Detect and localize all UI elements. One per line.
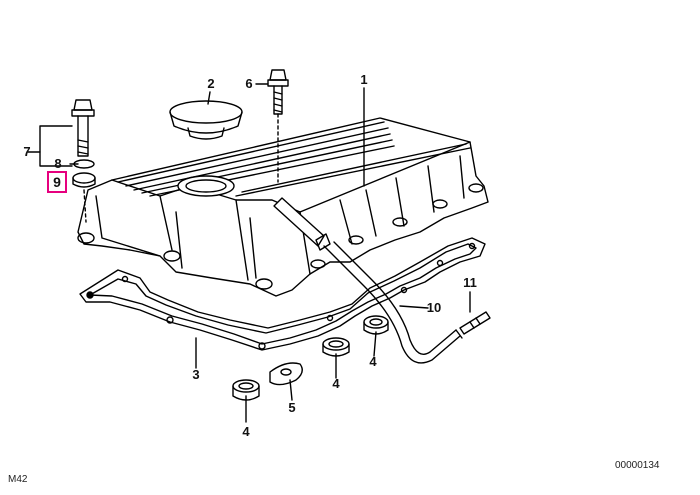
cover-bolt [267, 69, 289, 183]
callout-3[interactable]: 3 [192, 367, 200, 382]
callout-2[interactable]: 2 [207, 76, 215, 91]
valve-cover [77, 117, 489, 297]
valve-cover-gasket [79, 237, 486, 351]
grommet [269, 362, 303, 386]
callout-7[interactable]: 7 [23, 144, 31, 159]
callout-4[interactable]: 4 [369, 354, 377, 369]
spark-plug-seal [232, 379, 260, 401]
oil-filler-cap [169, 100, 243, 140]
callout-8[interactable]: 8 [54, 156, 62, 171]
callout-4[interactable]: 4 [332, 376, 340, 391]
callout-1[interactable]: 1 [360, 72, 368, 87]
callout-5[interactable]: 5 [288, 400, 296, 415]
callout-10[interactable]: 10 [426, 300, 442, 315]
callout-9-selected[interactable]: 9 [47, 171, 67, 193]
bolt-with-washers [27, 99, 96, 223]
hose-nipple [459, 311, 491, 335]
callout-11[interactable]: 11 [463, 275, 477, 290]
model-label: M42 [8, 474, 28, 485]
callout-4[interactable]: 4 [242, 424, 250, 439]
spark-plug-seal [363, 315, 389, 335]
drawing-number: 00000134 [615, 460, 660, 471]
callout-6[interactable]: 6 [245, 76, 253, 91]
spark-plug-seal [322, 337, 350, 357]
vent-hose [323, 241, 463, 364]
